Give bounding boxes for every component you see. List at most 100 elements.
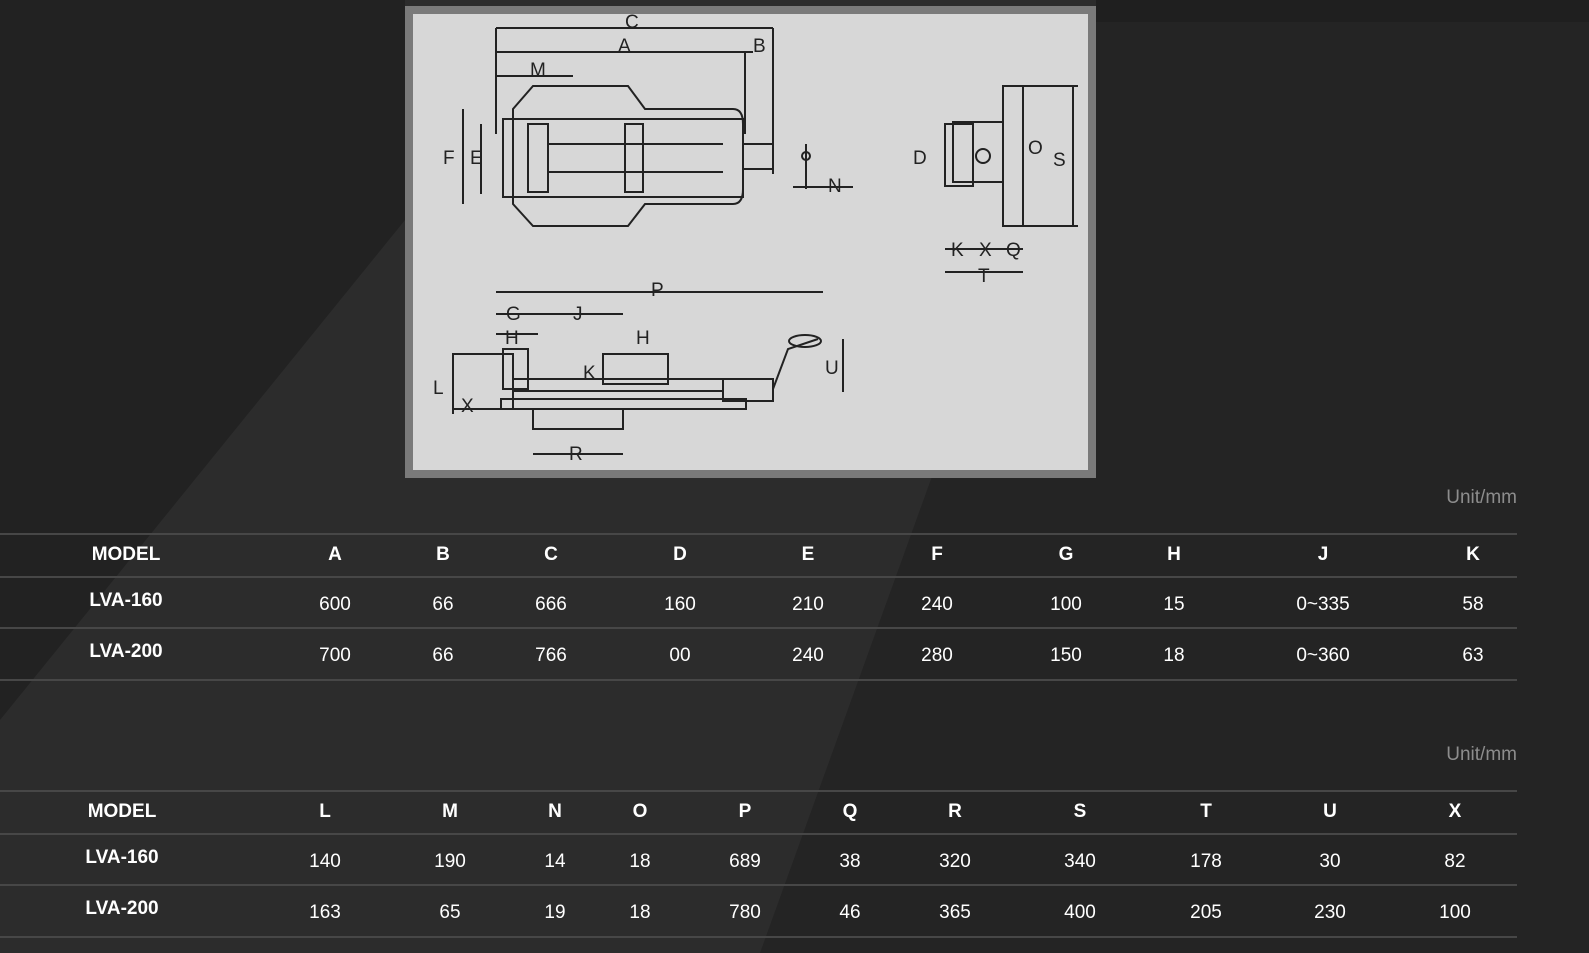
column-header: D bbox=[673, 544, 687, 565]
column-header: C bbox=[544, 544, 558, 565]
table-cell: 18 bbox=[629, 851, 651, 872]
diagram-label-q: Q bbox=[1006, 240, 1021, 261]
table-divider bbox=[0, 679, 1517, 681]
diagram-label-x: X bbox=[979, 240, 992, 261]
table-cell: 320 bbox=[939, 851, 971, 872]
diagram-label-m: M bbox=[530, 60, 546, 81]
table-cell: 100 bbox=[1050, 594, 1082, 615]
table-cell: 230 bbox=[1314, 902, 1346, 923]
table-cell: 140 bbox=[309, 851, 341, 872]
column-header: B bbox=[436, 544, 450, 565]
table-divider bbox=[0, 576, 1517, 578]
table-cell: 160 bbox=[664, 594, 696, 615]
table-cell: 0~335 bbox=[1296, 594, 1350, 615]
table-cell: 63 bbox=[1462, 645, 1484, 666]
table-cell: 240 bbox=[921, 594, 953, 615]
diagram-label-s: S bbox=[1053, 150, 1066, 171]
table-cell: 15 bbox=[1163, 594, 1185, 615]
diagram-label-r: R bbox=[569, 444, 583, 465]
table-cell: 66 bbox=[432, 594, 454, 615]
column-header: J bbox=[1317, 544, 1329, 565]
table-cell: 780 bbox=[729, 902, 761, 923]
diagram-label-k-2: K bbox=[583, 363, 596, 384]
diagram-label-p: P bbox=[651, 280, 664, 301]
table-cell: 19 bbox=[544, 902, 566, 923]
table-cell: 150 bbox=[1050, 645, 1082, 666]
table-cell: 30 bbox=[1319, 851, 1341, 872]
table-cell: 18 bbox=[1163, 645, 1185, 666]
column-header: L bbox=[319, 801, 331, 822]
table-cell: 205 bbox=[1190, 902, 1222, 923]
diagram-label-h-2: H bbox=[636, 328, 650, 349]
vise-dimension-diagram: C A B M F E N D O S K X Q T P G J H H K … bbox=[405, 6, 1096, 478]
column-header: S bbox=[1073, 801, 1087, 822]
table-cell: 766 bbox=[535, 645, 567, 666]
diagram-label-t: T bbox=[978, 266, 990, 287]
model-name: LVA-160 bbox=[89, 590, 163, 611]
unit-label-2: Unit/mm bbox=[1446, 744, 1517, 765]
table-cell: 340 bbox=[1064, 851, 1096, 872]
column-header: N bbox=[548, 801, 562, 822]
diagram-label-n: N bbox=[828, 176, 842, 197]
model-name: LVA-200 bbox=[89, 641, 163, 662]
table-cell: 700 bbox=[319, 645, 351, 666]
diagram-label-c: C bbox=[625, 14, 639, 33]
column-header: MODEL bbox=[91, 544, 161, 565]
table-cell: 240 bbox=[792, 645, 824, 666]
diagram-label-h: H bbox=[505, 328, 519, 349]
table-cell: 365 bbox=[939, 902, 971, 923]
column-header: Q bbox=[842, 801, 858, 822]
diagram-label-u: U bbox=[825, 358, 839, 379]
diagram-label-f: F bbox=[443, 148, 455, 169]
table-cell: 190 bbox=[434, 851, 466, 872]
column-header: P bbox=[738, 801, 752, 822]
table-cell: 400 bbox=[1064, 902, 1096, 923]
diagram-label-g: G bbox=[506, 304, 521, 325]
table-divider bbox=[0, 790, 1517, 792]
diagram-label-x-2: X bbox=[461, 396, 474, 417]
table-cell: 00 bbox=[669, 645, 691, 666]
table-divider bbox=[0, 833, 1517, 835]
column-header: O bbox=[632, 801, 648, 822]
table-divider bbox=[0, 627, 1517, 629]
table-divider bbox=[0, 533, 1517, 535]
diagram-label-o: O bbox=[1028, 138, 1043, 159]
table-cell: 46 bbox=[839, 902, 861, 923]
table-cell: 66 bbox=[432, 645, 454, 666]
table-cell: 280 bbox=[921, 645, 953, 666]
column-header: U bbox=[1323, 801, 1337, 822]
diagram-label-k: K bbox=[951, 240, 964, 261]
diagram-label-e: E bbox=[470, 148, 483, 169]
table-cell: 82 bbox=[1444, 851, 1466, 872]
column-header: K bbox=[1466, 544, 1480, 565]
column-header: E bbox=[801, 544, 815, 565]
column-header: A bbox=[328, 544, 342, 565]
diagram-label-j: J bbox=[573, 304, 583, 325]
table-cell: 210 bbox=[792, 594, 824, 615]
column-header: H bbox=[1167, 544, 1181, 565]
table-divider bbox=[0, 884, 1517, 886]
table-cell: 600 bbox=[319, 594, 351, 615]
table-cell: 666 bbox=[535, 594, 567, 615]
diagram-label-b: B bbox=[753, 36, 766, 57]
diagram-label-d: D bbox=[913, 148, 927, 169]
table-cell: 38 bbox=[839, 851, 861, 872]
table-cell: 58 bbox=[1462, 594, 1484, 615]
column-header: M bbox=[442, 801, 458, 822]
column-header: G bbox=[1058, 544, 1074, 565]
column-header: MODEL bbox=[87, 801, 157, 822]
table-cell: 18 bbox=[629, 902, 651, 923]
column-header: F bbox=[931, 544, 943, 565]
table-cell: 178 bbox=[1190, 851, 1222, 872]
column-header: X bbox=[1448, 801, 1462, 822]
table-cell: 689 bbox=[729, 851, 761, 872]
model-name: LVA-160 bbox=[85, 847, 159, 868]
table-cell: 163 bbox=[309, 902, 341, 923]
table-cell: 100 bbox=[1439, 902, 1471, 923]
unit-label-1: Unit/mm bbox=[1446, 487, 1517, 508]
diagram-label-a: A bbox=[618, 36, 631, 57]
table-divider bbox=[0, 936, 1517, 938]
column-header: T bbox=[1200, 801, 1212, 822]
table-cell: 14 bbox=[544, 851, 566, 872]
